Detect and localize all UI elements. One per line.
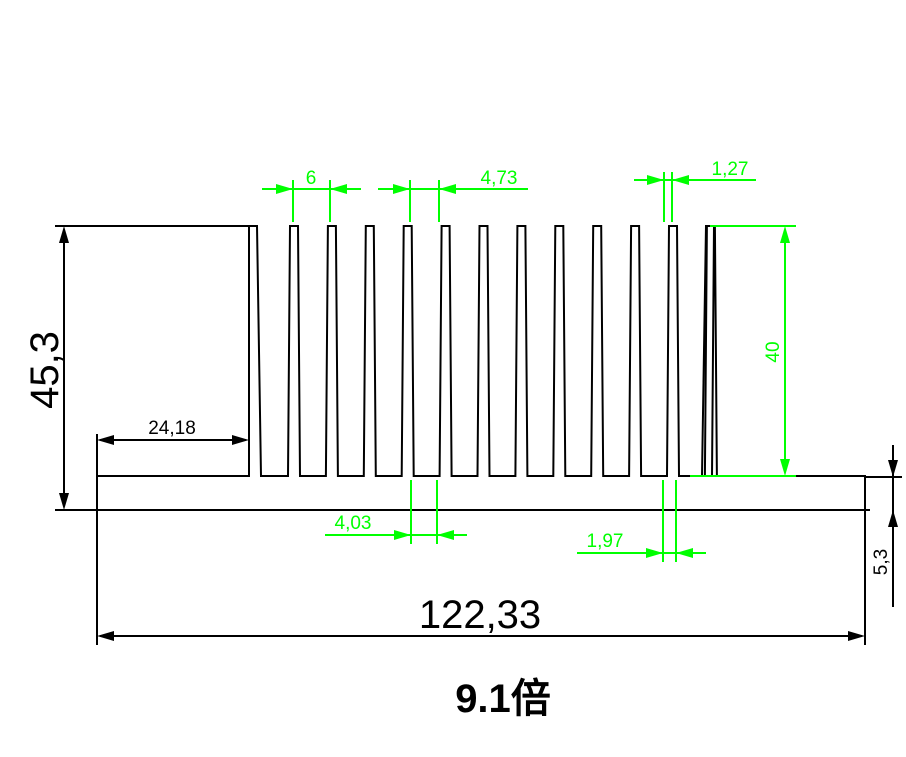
dim-fin-height: 40 bbox=[690, 225, 796, 477]
dim-fin-tip-thickness-label: 1,27 bbox=[712, 159, 749, 180]
scale-caption: 9.1倍 bbox=[455, 677, 551, 721]
dim-total-width: 122,33 bbox=[96, 510, 866, 645]
dim-left-offset-label: 24,18 bbox=[148, 418, 196, 439]
dim-total-height: 45,3 bbox=[23, 225, 248, 510]
dim-fin-pitch: 6 bbox=[262, 168, 361, 222]
dim-fin-root-gap: 4,03 bbox=[325, 480, 467, 544]
dim-left-offset: 24,18 bbox=[96, 418, 249, 477]
dim-fin-pitch-label: 6 bbox=[306, 168, 317, 189]
dim-total-height-label: 45,3 bbox=[23, 331, 67, 409]
dim-total-width-label: 122,33 bbox=[419, 593, 541, 637]
dim-fin-gap-label: 4,73 bbox=[481, 168, 518, 189]
dim-fin-height-label: 40 bbox=[763, 341, 784, 362]
dim-fin-root-thickness-label: 1,97 bbox=[587, 531, 624, 552]
dim-fin-root-gap-label: 4,03 bbox=[335, 513, 372, 534]
dim-fin-root-thickness: 1,97 bbox=[577, 480, 706, 562]
dim-fin-tip-thickness: 1,27 bbox=[634, 159, 756, 222]
dim-base-thickness-label: 5,3 bbox=[871, 549, 892, 575]
heatsink-profile-outline bbox=[96, 225, 866, 511]
dim-base-thickness: 5,3 bbox=[866, 445, 902, 607]
dim-fin-gap: 4,73 bbox=[378, 168, 528, 222]
